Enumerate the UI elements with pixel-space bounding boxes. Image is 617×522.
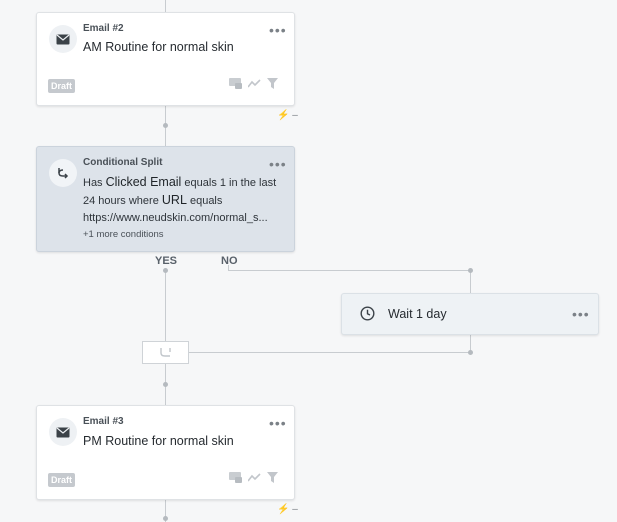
- connector-top: [165, 0, 166, 12]
- filter-icon[interactable]: [267, 472, 278, 483]
- more-options-icon[interactable]: •••: [269, 415, 287, 431]
- connector-dot: [163, 516, 168, 521]
- branch-yes-label: YES: [155, 255, 178, 267]
- clock-icon: [360, 306, 375, 326]
- trigger-status-icon: ⚡ –: [277, 110, 298, 121]
- email-icon: [49, 25, 77, 53]
- connector-no-down: [470, 270, 471, 293]
- connector-no-drop: [228, 265, 229, 271]
- connector-wait-down: [470, 333, 471, 353]
- wait-card[interactable]: Wait 1 day •••: [341, 293, 599, 335]
- connector-dot: [163, 382, 168, 387]
- connector-no-return: [188, 352, 470, 353]
- draft-badge: Draft: [48, 79, 76, 93]
- email-icon: [49, 418, 77, 446]
- connector-dot: [468, 268, 473, 273]
- more-options-icon[interactable]: •••: [572, 306, 590, 322]
- analytics-icon[interactable]: [248, 472, 261, 483]
- wait-title: Wait 1 day: [388, 307, 447, 321]
- connector-dot: [163, 268, 168, 273]
- more-conditions-link[interactable]: +1 more conditions: [83, 229, 164, 240]
- trigger-status-icon: ⚡ –: [277, 504, 298, 515]
- conditional-split-card[interactable]: Conditional Split ••• Has Clicked Email …: [36, 146, 295, 252]
- filter-icon[interactable]: [267, 78, 278, 89]
- more-options-icon[interactable]: •••: [269, 156, 287, 172]
- split-icon: [49, 159, 77, 187]
- connector-dot: [163, 123, 168, 128]
- email-title: AM Routine for normal skin: [83, 40, 234, 54]
- more-options-icon[interactable]: •••: [269, 22, 287, 38]
- connector-bottom: [165, 498, 166, 522]
- connector-no-horizontal: [228, 270, 470, 271]
- email-2-card[interactable]: Email #2 AM Routine for normal skin ••• …: [36, 12, 295, 106]
- email-3-card[interactable]: Email #3 PM Routine for normal skin ••• …: [36, 405, 295, 500]
- email-label: Email #3: [83, 416, 124, 427]
- message-icon[interactable]: [229, 78, 242, 89]
- connector-dot: [468, 350, 473, 355]
- draft-badge: Draft: [48, 473, 76, 487]
- merge-node: [142, 341, 189, 364]
- connector-yes: [165, 268, 166, 342]
- branch-no-label: NO: [221, 255, 238, 267]
- message-icon[interactable]: [229, 472, 242, 483]
- split-condition: Has Clicked Email equals 1 in the last 2…: [83, 175, 277, 224]
- analytics-icon[interactable]: [248, 78, 261, 89]
- split-label: Conditional Split: [83, 157, 163, 168]
- merge-icon: [160, 348, 171, 357]
- email-title: PM Routine for normal skin: [83, 434, 234, 448]
- email-label: Email #2: [83, 23, 124, 34]
